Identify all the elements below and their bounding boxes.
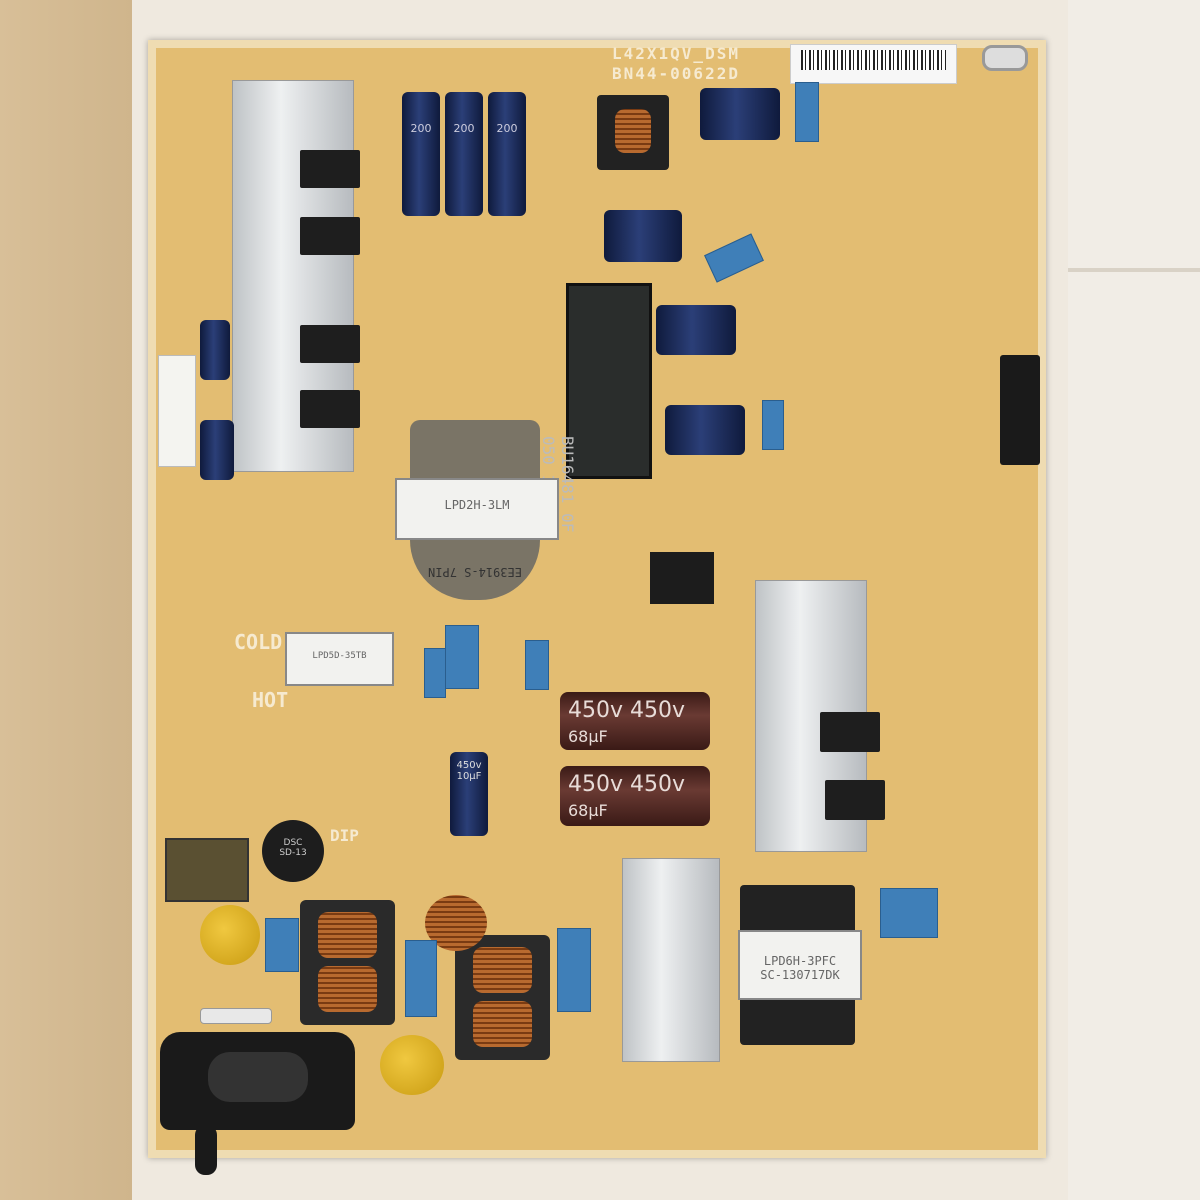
thermistor-line1: DSC — [283, 838, 303, 848]
electrolytic-capacitor — [700, 88, 780, 140]
capacitor-capacitance: 68µF — [568, 801, 608, 820]
y-capacitor — [380, 1035, 444, 1095]
transformer-core-marking: EE3914-S 7PIN — [428, 565, 522, 579]
tile-grout — [1068, 268, 1200, 272]
capacitor-voltage: 450v — [568, 772, 624, 797]
controller-module: BU16481 0F 050 1330D — [539, 283, 652, 532]
main-transformer-label: LPD2H-3LM — [395, 478, 559, 540]
inductor — [165, 838, 249, 902]
bulk-capacitor: 450v 450v 68µF — [560, 692, 710, 750]
ntc-thermistor: DSC SD-13 — [262, 820, 324, 882]
wall-background-right — [1068, 0, 1200, 1200]
input-connector — [158, 355, 196, 467]
fuse — [200, 1008, 272, 1024]
x-capacitor — [265, 918, 299, 972]
film-capacitor — [762, 400, 784, 450]
capacitor-voltage: 450v — [630, 772, 686, 797]
mounting-eyelet — [982, 45, 1028, 71]
heatsink-bottom — [622, 858, 720, 1062]
board-model-label: L42X1QV_DSM — [612, 44, 740, 63]
barcode-sticker — [790, 44, 957, 84]
cold-zone-label: COLD — [234, 630, 283, 654]
socket-mounting-tab — [195, 1125, 217, 1175]
thermistor-line2: SD-13 — [279, 848, 307, 858]
electrolytic-capacitor — [665, 405, 745, 455]
transistor — [825, 780, 885, 820]
wall-background-left — [0, 0, 132, 1200]
common-mode-choke — [300, 900, 395, 1025]
pfc-transformer-name: LPD6H-3PFC — [763, 954, 837, 968]
transistor — [300, 217, 360, 255]
hot-zone-label: HOT — [252, 688, 289, 712]
hv-capacitor: 450v 10µF — [450, 752, 488, 836]
capacitor-capacitance: 10µF — [456, 771, 482, 782]
module-marking-line1: BU16481 0F — [558, 436, 577, 533]
transistor — [300, 150, 360, 188]
barcode — [801, 50, 946, 70]
capacitor-capacitance: 68µF — [568, 727, 608, 746]
pfc-transformer-code: SC-130717DK — [760, 968, 840, 982]
x-capacitor — [880, 888, 938, 938]
film-capacitor — [795, 82, 819, 142]
electrolytic-capacitor: 200 — [402, 92, 440, 216]
transistor — [820, 712, 880, 752]
common-mode-choke — [455, 935, 550, 1060]
film-capacitor — [424, 648, 446, 698]
capacitor-voltage: 450v — [456, 760, 482, 771]
y-capacitor — [200, 905, 260, 965]
capacitor-voltage: 450v — [568, 698, 624, 723]
electrolytic-capacitor — [200, 320, 230, 380]
film-capacitor — [445, 625, 479, 689]
small-transformer — [597, 95, 669, 170]
film-capacitor — [525, 640, 549, 690]
electrolytic-capacitor: 200 — [488, 92, 526, 216]
output-connector — [1000, 355, 1040, 465]
standby-transformer-label: LPD5D-35TB — [285, 632, 394, 686]
electrolytic-capacitor — [656, 305, 736, 355]
dip-marking: DIP — [330, 826, 359, 845]
transistor — [300, 325, 360, 363]
capacitor-voltage: 450v — [630, 698, 686, 723]
pfc-transformer-label: LPD6H-3PFC SC-130717DK — [738, 930, 862, 1000]
relay — [650, 552, 714, 604]
x-capacitor — [557, 928, 591, 1012]
transistor — [300, 390, 360, 428]
electrolytic-capacitor — [200, 420, 234, 480]
bulk-capacitor: 450v 450v 68µF — [560, 766, 710, 826]
electrolytic-capacitor — [604, 210, 682, 262]
x-capacitor — [405, 940, 437, 1017]
board-part-number: BN44-00622D — [612, 64, 740, 83]
electrolytic-capacitor: 200 — [445, 92, 483, 216]
ac-power-socket[interactable] — [160, 1032, 355, 1130]
